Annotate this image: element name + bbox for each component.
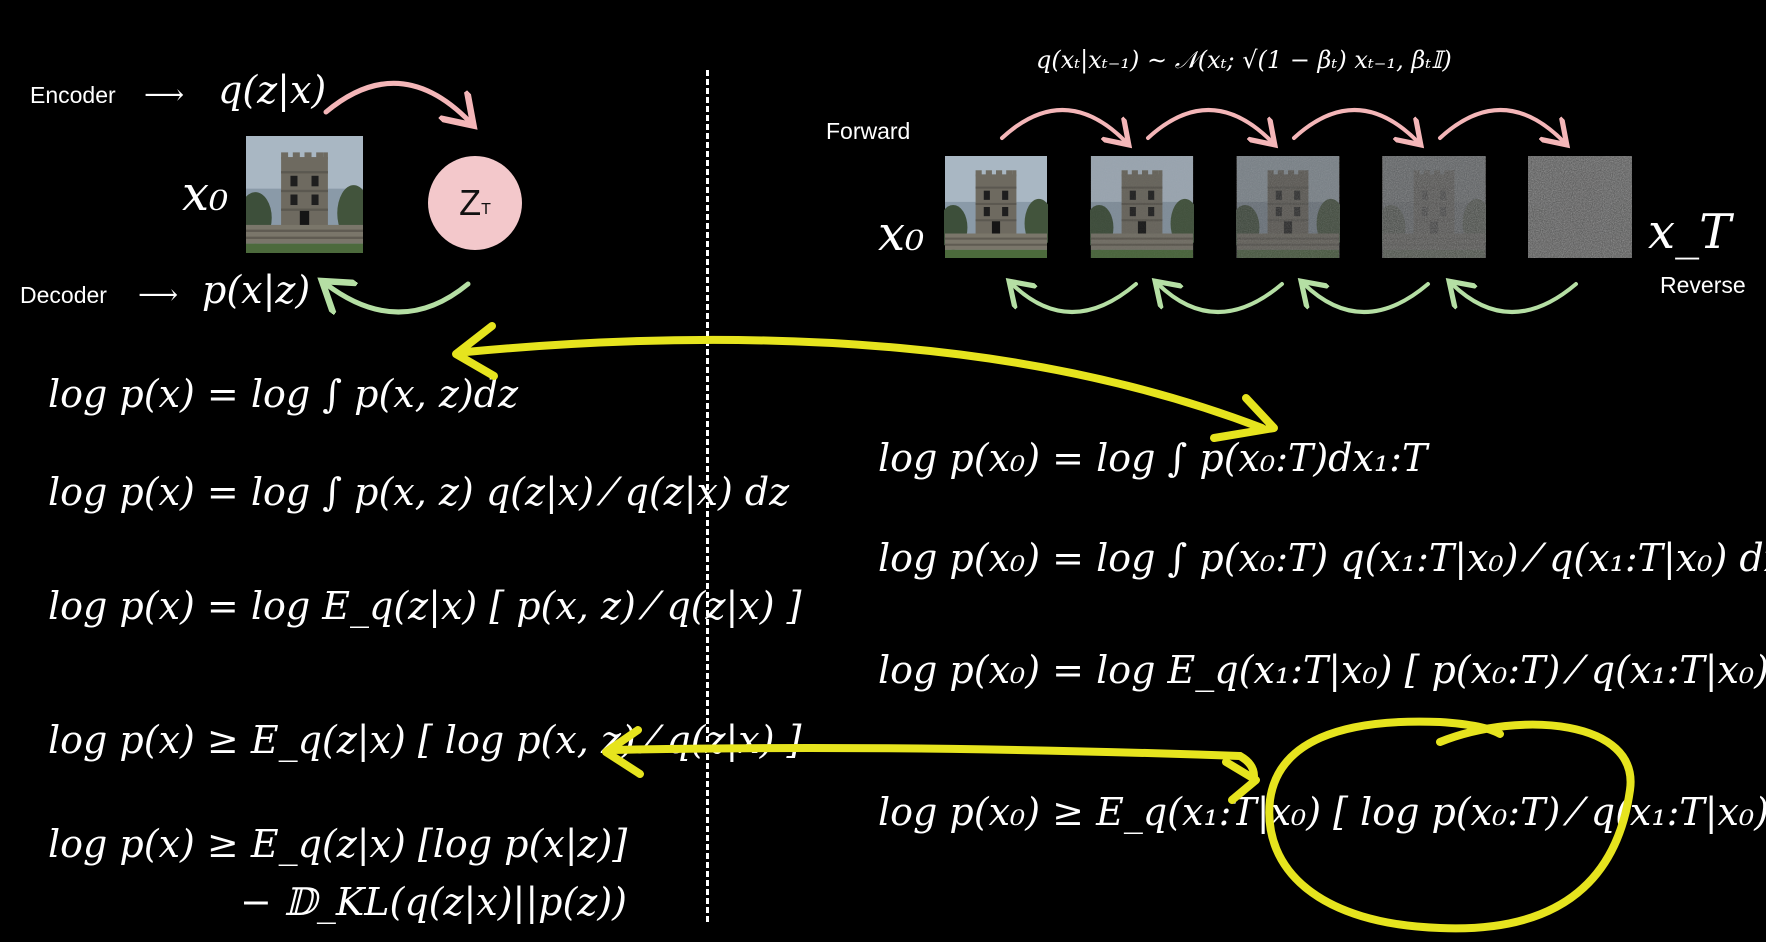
reverse-arrow-1 [1012,284,1138,314]
annotation-arrow-middle [608,744,1258,780]
reverse-label: Reverse [1660,272,1746,298]
noise-step-image-3 [1236,156,1340,258]
forward-label: Forward [826,118,911,144]
diffusion-xT-label: x_T [1648,204,1732,260]
reverse-arrow-2 [1158,284,1284,314]
section-divider [706,70,709,922]
encoder-label: Encoder [30,82,116,108]
annotation-arrowhead-mid-left [602,726,644,778]
vae-equation-2: log p(x) = log ∫ p(x, z) q(z|x) ⁄ q(z|x)… [48,470,790,514]
vae-equation-4: log p(x) ≥ E_q(z|x) [ log p(x, z) ⁄ q(z|… [48,718,802,762]
vae-x0-label: x₀ [182,166,229,222]
diffusion-x0-label: x₀ [878,206,925,262]
noise-step-image-2 [1090,156,1194,258]
forward-process-formula: q(xₜ|xₜ₋₁) ∼ 𝒩(xₜ; √(1 − βₜ) xₜ₋₁, βₜ𝕀) [1036,46,1452,74]
annotation-arrowhead-top-left [452,322,498,380]
annotation-arrowhead-top-right [1210,394,1278,442]
annotation-circle [1265,717,1635,933]
diffusion-equation-2: log p(x₀) = log ∫ p(x₀:T) q(x₁:T|x₀) ⁄ q… [878,536,1766,580]
noise-step-image-4 [1382,156,1486,258]
diffusion-equation-3: log p(x₀) = log E_q(x₁:T|x₀) [ p(x₀:T) ⁄… [878,648,1766,692]
encoder-arrow: ⟶ [144,78,185,111]
latent-subscript: T [481,201,491,218]
vae-equation-6: − 𝔻_KL(q(z|x)||p(z)) [240,880,627,924]
decoder-arrow: ⟶ [138,278,179,311]
annotation-arrow-top [462,335,1266,432]
vae-equation-1: log p(x) = log ∫ p(x, z)dz [48,372,519,416]
encoder-formula: q(z|x) [218,68,327,112]
forward-arrow-1 [1000,108,1126,142]
vae-equation-3: log p(x) = log E_q(z|x) [ p(x, z) ⁄ q(z|… [48,584,802,628]
vae-equation-5: log p(x) ≥ E_q(z|x) [log p(x|z)] [48,822,628,866]
vae-decoder-arrow [326,284,471,312]
decoder-formula: p(x|z) [202,268,311,312]
reverse-arrow-4 [1452,284,1578,314]
forward-arrow-4 [1438,108,1564,142]
vae-encoder-arrow [323,80,470,122]
decoder-label: Decoder [20,282,107,308]
latent-label: Z [459,182,482,223]
noise-step-image-5 [1528,156,1632,258]
reverse-arrow-3 [1304,284,1430,314]
forward-arrow-2 [1146,108,1272,142]
annotation-arrowhead-mid-right [1222,758,1260,804]
diffusion-equation-1: log p(x₀) = log ∫ p(x₀:T)dx₁:T [878,436,1428,480]
forward-arrow-3 [1292,108,1418,142]
